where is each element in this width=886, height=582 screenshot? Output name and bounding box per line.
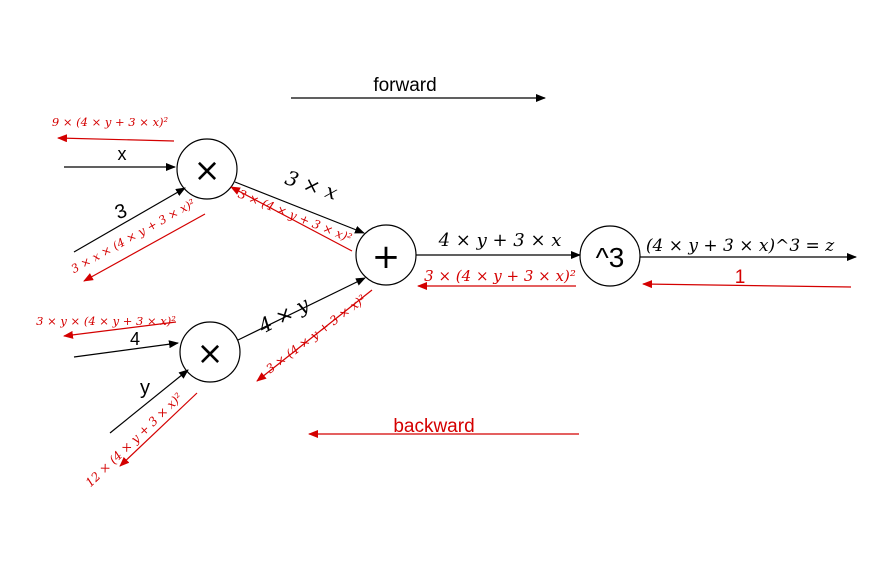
grad-3x-label: 3 × (4 × y + 3 × x)² xyxy=(236,187,354,246)
forward-value-output: (4 × y + 3 × x)^3 = z xyxy=(646,236,835,256)
grad-edge-add-bottom xyxy=(256,289,373,382)
edge-3-in xyxy=(73,187,186,253)
forward-value-3x: 3 × x xyxy=(282,165,340,204)
edge-bottom-to-add xyxy=(237,277,366,341)
input-3-label: 3 xyxy=(112,200,130,224)
forward-value-4y: 4 × y xyxy=(253,292,313,339)
multiply-node-top xyxy=(176,138,238,200)
grad-edge-y xyxy=(119,392,198,467)
grad-edge-add-top xyxy=(230,186,353,252)
edge-y-in xyxy=(109,369,189,434)
input-x-label: x xyxy=(118,144,127,164)
cube-node-symbol: ^3 xyxy=(596,242,625,273)
multiply-node-bottom-symbol: × xyxy=(197,334,224,372)
grad-edge-3 xyxy=(83,213,206,282)
input-y-label: y xyxy=(140,377,150,399)
edge-top-to-add xyxy=(234,181,365,234)
forward-label: forward xyxy=(373,75,436,96)
grad-x-label: 9 × (4 × y + 3 × x)² xyxy=(52,115,169,129)
grad-sum-label: 3 × (4 × y + 3 × x)² xyxy=(424,267,576,285)
grad-edge-4 xyxy=(63,321,177,339)
multiply-node-top-symbol: × xyxy=(194,151,221,189)
grad-y-label: 12 × (4 × y + 3 × x)² xyxy=(83,390,186,490)
edge-4-in xyxy=(73,340,179,358)
forward-value-sum: 4 × y + 3 × x xyxy=(438,230,562,251)
grad-output-label: 1 xyxy=(735,267,746,288)
add-node-symbol: + xyxy=(372,237,401,277)
grad-4-label: 3 × y × (4 × y + 3 × x)² xyxy=(36,314,176,328)
grad-edge-output xyxy=(642,280,852,289)
backward-label: backward xyxy=(393,416,474,437)
multiply-node-bottom xyxy=(179,321,241,383)
input-4-label: 4 xyxy=(130,329,140,349)
grad-edge-x xyxy=(57,134,175,143)
grad-3-label: 3 × x × (4 × y + 3 × x)² xyxy=(68,196,197,276)
